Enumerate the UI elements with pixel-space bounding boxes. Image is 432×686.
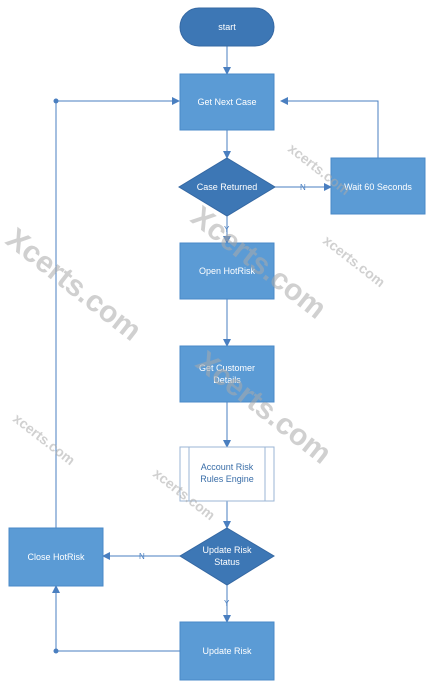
get-next-case-node	[179, 73, 275, 131]
get-customer-details-label-line1: Get Customer	[199, 363, 255, 373]
junction-dot-bottom	[53, 648, 59, 654]
case-returned-label: Case Returned	[197, 182, 258, 192]
start-node	[179, 7, 275, 47]
close-hotrisk-node	[8, 527, 104, 587]
edge-label-status-yes: Y	[224, 599, 230, 608]
case-returned-decision	[178, 157, 276, 217]
update-risk-node	[179, 621, 275, 681]
account-risk-label-line2: Rules Engine	[200, 474, 254, 484]
wait-label: Wait 60 Seconds	[344, 182, 412, 192]
update-risk-status-label-line1: Update Risk	[202, 545, 252, 555]
edge-wait-to-get-next-case	[280, 97, 379, 158]
update-risk-label: Update Risk	[202, 646, 252, 656]
close-hotrisk-label: Close HotRisk	[27, 552, 85, 562]
start-node-label: start	[218, 22, 236, 32]
account-risk-label-line1: Account Risk	[201, 462, 254, 472]
get-next-case-label: Get Next Case	[197, 97, 256, 107]
edge-label-status-no: N	[139, 552, 145, 561]
update-risk-status-label-line2: Status	[214, 557, 240, 567]
junction-dot-top	[53, 98, 59, 104]
account-risk-rules-engine-node	[179, 446, 275, 502]
open-hotrisk-label: Open HotRisk	[199, 266, 256, 276]
edge-label-case-yes: Y	[224, 225, 230, 234]
wait-node	[330, 157, 426, 215]
update-risk-status-decision	[179, 527, 275, 586]
edge-label-case-no: N	[300, 183, 306, 192]
get-customer-details-node	[179, 345, 275, 403]
open-hotrisk-node	[179, 242, 275, 300]
get-customer-details-label-line2: Details	[213, 375, 241, 385]
